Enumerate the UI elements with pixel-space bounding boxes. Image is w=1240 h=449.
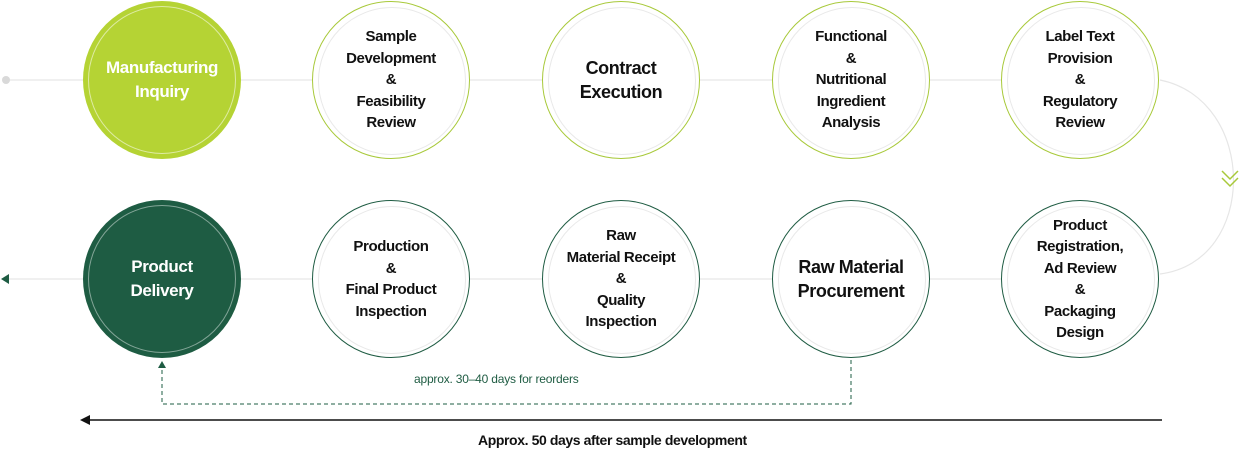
step-top-4: Functional & Nutritional Ingredient Anal… [772, 1, 930, 159]
step-label: Label Text Provision & Regulatory Review [1042, 28, 1118, 132]
step-label: Product Registration, Ad Review & Packag… [1036, 216, 1124, 342]
step-bottom-3: Raw Material Receipt & Quality Inspectio… [542, 200, 700, 358]
step-inner-ring [88, 205, 236, 353]
step-bottom-2: Production & Final Product Inspection [312, 200, 470, 358]
step-label: Raw Material Receipt & Quality Inspectio… [566, 227, 676, 331]
step-top-3: Contract Execution [542, 1, 700, 159]
arrow-left-icon [1, 274, 9, 284]
step-bottom-5: Product Registration, Ad Review & Packag… [1001, 200, 1159, 358]
turn-curve [1159, 79, 1234, 275]
step-inner-ring [1007, 7, 1155, 155]
step-label: Sample Development & Feasibility Review [346, 28, 436, 132]
step-label: Contract Execution [579, 58, 663, 102]
chevron-down-icon [1221, 170, 1239, 188]
reorder-dashed-path [161, 360, 852, 405]
timeline-note: Approx. 50 days after sample development [478, 432, 747, 448]
step-inner-ring [318, 206, 466, 354]
step-bottom-1: Product Delivery [83, 200, 241, 358]
step-top-5: Label Text Provision & Regulatory Review [1001, 1, 1159, 159]
reorder-note: approx. 30–40 days for reorders [414, 372, 579, 386]
step-inner-ring [318, 7, 466, 155]
step-inner-ring [548, 206, 696, 354]
step-label: Functional & Nutritional Ingredient Anal… [815, 28, 887, 132]
start-dot [2, 76, 10, 84]
step-bottom-4: Raw Material Procurement [772, 200, 930, 358]
step-inner-ring [778, 206, 926, 354]
step-inner-ring [778, 7, 926, 155]
step-label: Raw Material Procurement [797, 257, 905, 301]
step-label: Production & Final Product Inspection [345, 238, 437, 320]
step-label: Product Delivery [130, 257, 194, 300]
step-inner-ring [548, 7, 696, 155]
step-top-2: Sample Development & Feasibility Review [312, 1, 470, 159]
step-label: Manufacturing Inquiry [106, 58, 218, 101]
timeline-arrow-icon [80, 415, 90, 425]
step-inner-ring [1007, 206, 1155, 354]
step-top-1: Manufacturing Inquiry [83, 1, 241, 159]
step-inner-ring [88, 6, 236, 154]
arrow-up-icon [158, 361, 166, 368]
